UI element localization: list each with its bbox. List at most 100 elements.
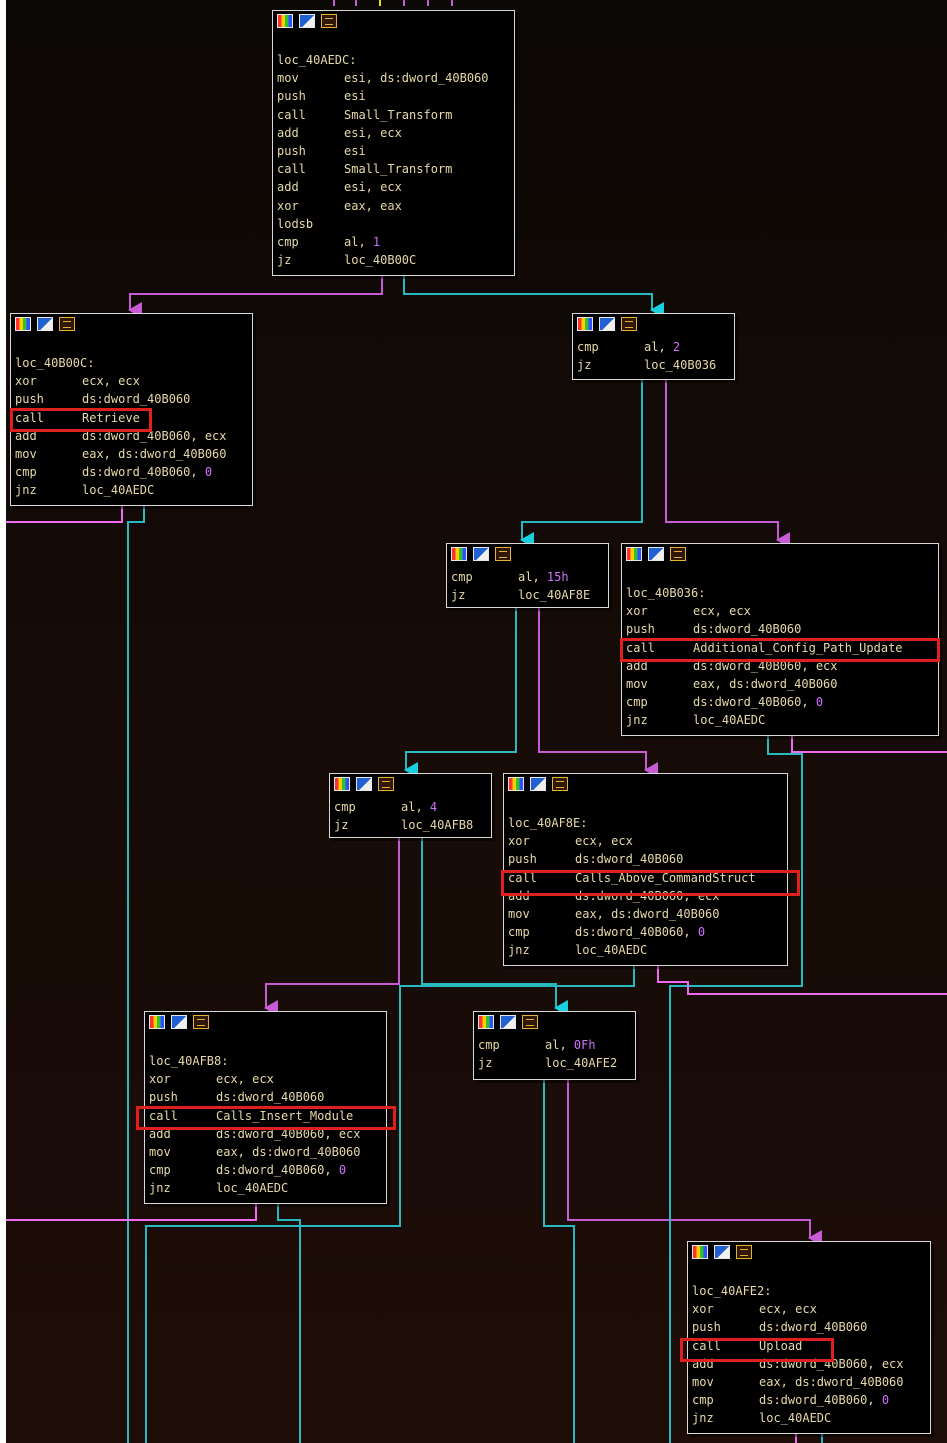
- text-view-icon[interactable]: [193, 1015, 209, 1029]
- edit-comment-icon[interactable]: [648, 547, 664, 561]
- graph-overview-icon[interactable]: [626, 547, 642, 561]
- edit-comment-icon[interactable]: [599, 317, 615, 331]
- graph-overview-icon[interactable]: [334, 777, 350, 791]
- graph-overview-icon[interactable]: [15, 317, 31, 331]
- label-line[interactable]: loc_40AFE2:: [692, 1282, 926, 1300]
- text-view-icon[interactable]: [378, 777, 394, 791]
- graph-overview-icon[interactable]: [149, 1015, 165, 1029]
- edit-comment-icon[interactable]: [473, 547, 489, 561]
- edit-comment-icon[interactable]: [299, 14, 315, 28]
- graph-overview-icon[interactable]: [277, 14, 293, 28]
- label-line[interactable]: loc_40B00C:: [15, 354, 248, 372]
- text-view-icon[interactable]: [522, 1015, 538, 1029]
- edit-comment-icon[interactable]: [37, 317, 53, 331]
- label-line[interactable]: loc_40AF8E:: [508, 814, 783, 832]
- graph-overview-icon[interactable]: [692, 1245, 708, 1259]
- graph-overview-icon[interactable]: [508, 777, 524, 791]
- text-view-icon[interactable]: [621, 317, 637, 331]
- text-view-icon[interactable]: [59, 317, 75, 331]
- edit-comment-icon[interactable]: [714, 1245, 730, 1259]
- graph-overview-icon[interactable]: [478, 1015, 494, 1029]
- edit-comment-icon[interactable]: [356, 777, 372, 791]
- text-view-icon[interactable]: [552, 777, 568, 791]
- edit-comment-icon[interactable]: [530, 777, 546, 791]
- text-view-icon[interactable]: [670, 547, 686, 561]
- text-view-icon[interactable]: [736, 1245, 752, 1259]
- graph-overview-icon[interactable]: [577, 317, 593, 331]
- label-line[interactable]: loc_40AFB8:: [149, 1052, 382, 1070]
- label-line[interactable]: loc_40AEDC:: [277, 51, 510, 69]
- edit-comment-icon[interactable]: [500, 1015, 516, 1029]
- instruction-line[interactable]: lodsb: [277, 215, 510, 233]
- graph-overview-icon[interactable]: [451, 547, 467, 561]
- edit-comment-icon[interactable]: [171, 1015, 187, 1029]
- text-view-icon[interactable]: [495, 547, 511, 561]
- text-view-icon[interactable]: [321, 14, 337, 28]
- label-line[interactable]: loc_40B036:: [626, 584, 934, 602]
